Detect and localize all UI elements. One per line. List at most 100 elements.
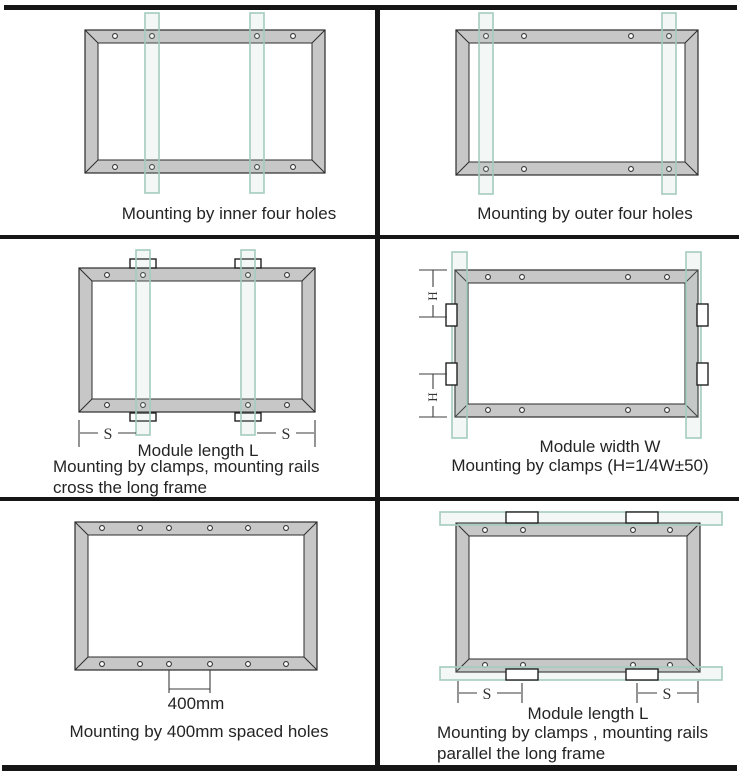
mounting-rail xyxy=(439,666,723,681)
mounting-hole xyxy=(625,274,631,280)
mounting-hole xyxy=(667,527,673,533)
mounting-hole xyxy=(166,525,172,531)
module-clamp xyxy=(625,511,659,524)
mounting-hole xyxy=(207,661,213,667)
module-frame-opening xyxy=(91,280,303,400)
row-divider-line xyxy=(0,235,739,239)
mounting-hole xyxy=(99,525,105,531)
mounting-hole xyxy=(137,661,143,667)
mounting-hole xyxy=(666,33,672,39)
vertical-divider-line xyxy=(375,5,380,770)
corner-miter xyxy=(684,29,699,44)
dimension-label-s: S xyxy=(282,426,291,443)
mounting-hole xyxy=(140,272,146,278)
module-frame-opening xyxy=(97,42,313,161)
mounting-hole xyxy=(628,33,634,39)
corner-miter xyxy=(684,403,699,418)
mounting-hole xyxy=(104,272,110,278)
dimension-label-h: H xyxy=(425,291,440,300)
length-label: Module length L xyxy=(528,704,649,723)
dimension-s-left: S xyxy=(457,681,523,703)
panel-caption: Mounting by clamps (H=1/4W±50) xyxy=(451,456,708,475)
dimension-label-h: H xyxy=(425,392,440,401)
mounting-hole xyxy=(254,164,260,170)
dimension-s-right: S xyxy=(636,681,699,703)
mounting-rail xyxy=(144,12,160,194)
panel-caption: Mounting by 400mm spaced holes xyxy=(70,722,329,741)
module-clamp xyxy=(625,668,659,681)
module-clamp xyxy=(234,258,262,269)
mounting-hole xyxy=(519,274,525,280)
dimension-label-s: S xyxy=(104,426,113,443)
mounting-rail xyxy=(478,12,494,195)
mounting-hole xyxy=(112,164,118,170)
dimension-h-bottom: H xyxy=(419,373,447,418)
corner-miter xyxy=(684,269,699,284)
dimension-label-400mm: 400mm xyxy=(168,694,225,713)
corner-miter xyxy=(454,403,469,418)
module-frame-opening xyxy=(468,42,686,163)
corner-miter xyxy=(303,656,318,671)
corner-miter xyxy=(455,29,470,44)
module-frame-opening xyxy=(87,534,305,658)
length-label: Module length L xyxy=(138,441,259,460)
mounting-rail xyxy=(661,12,677,195)
corner-miter xyxy=(301,398,316,413)
module-clamp xyxy=(505,668,539,681)
mounting-hole xyxy=(630,527,636,533)
mounting-hole xyxy=(483,33,489,39)
mounting-hole xyxy=(521,33,527,39)
module-clamp xyxy=(129,412,157,422)
mounting-hole xyxy=(485,407,491,413)
dimension-s-left: S xyxy=(78,420,136,447)
dimension-400mm: 400mm xyxy=(168,670,225,713)
corner-miter xyxy=(74,521,89,536)
width-label: Module width W xyxy=(540,437,661,456)
row-divider-line xyxy=(0,497,739,501)
corner-miter xyxy=(455,658,470,673)
mounting-rail xyxy=(135,249,151,436)
mounting-hole xyxy=(483,166,489,172)
mounting-hole xyxy=(137,525,143,531)
panel-caption-line2: cross the long frame xyxy=(53,478,207,497)
panel-caption: Mounting by inner four holes xyxy=(122,204,337,223)
corner-miter xyxy=(684,161,699,176)
mounting-hole xyxy=(664,407,670,413)
module-clamp xyxy=(696,303,709,327)
corner-miter xyxy=(84,29,99,44)
mounting-hole xyxy=(207,525,213,531)
mounting-rail xyxy=(685,251,702,439)
module-clamp xyxy=(696,362,709,386)
module-frame-opening xyxy=(467,282,686,405)
corner-miter xyxy=(454,269,469,284)
mounting-hole xyxy=(283,525,289,531)
mounting-hole xyxy=(112,33,118,39)
mounting-hole xyxy=(99,661,105,667)
mounting-hole xyxy=(520,527,526,533)
dimension-label-s: S xyxy=(663,686,672,703)
mounting-hole xyxy=(283,661,289,667)
mounting-hole xyxy=(140,402,146,408)
panel-caption-line2: parallel the long frame xyxy=(437,744,605,763)
table-grid xyxy=(0,5,739,771)
module-clamp xyxy=(445,303,458,327)
mounting-hole xyxy=(290,33,296,39)
mounting-hole xyxy=(664,274,670,280)
mounting-hole xyxy=(284,272,290,278)
mounting-hole xyxy=(666,166,672,172)
panel-inner-four-holes: Mounting by inner four holes xyxy=(84,12,337,223)
mounting-hole xyxy=(245,525,251,531)
corner-miter xyxy=(311,29,326,44)
corner-miter xyxy=(311,159,326,174)
mounting-hole xyxy=(519,407,525,413)
mounting-hole xyxy=(245,661,251,667)
mounting-hole xyxy=(166,661,172,667)
mounting-hole xyxy=(284,402,290,408)
corner-miter xyxy=(303,521,318,536)
mounting-hole xyxy=(521,166,527,172)
mounting-hole xyxy=(245,402,251,408)
panel-clamps-width: H H Module width W Mounting by clamps (H… xyxy=(419,251,709,475)
corner-miter xyxy=(74,656,89,671)
